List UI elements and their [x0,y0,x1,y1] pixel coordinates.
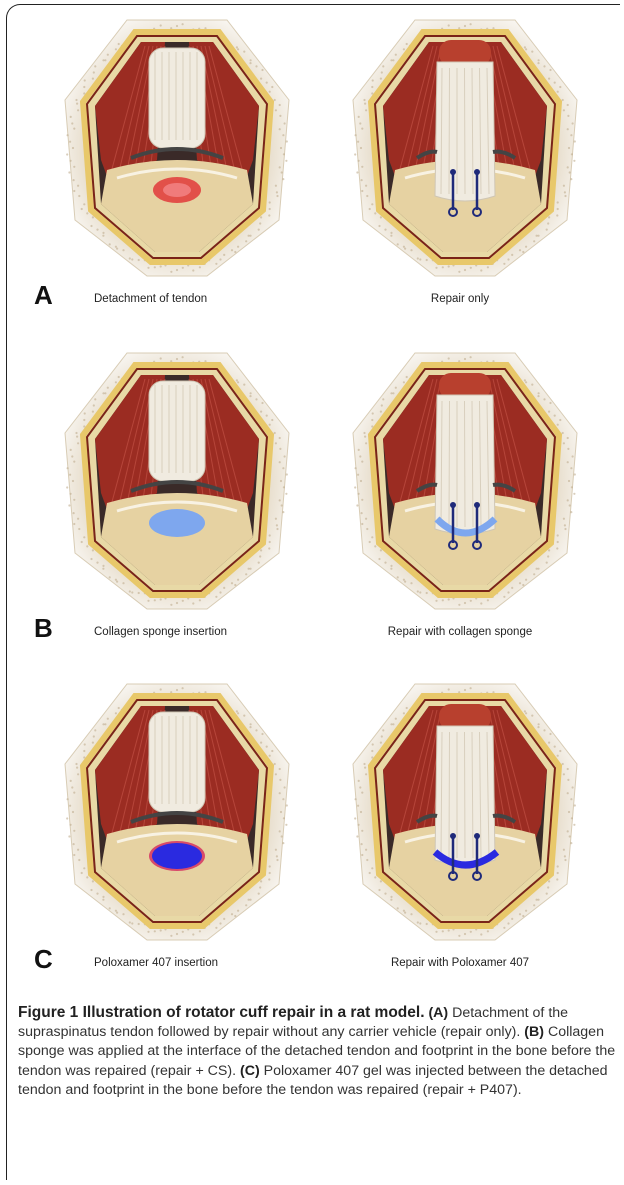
panel-label-left: Poloxamer 407 insertion [94,957,218,969]
panel-label-left: Collagen sponge insertion [94,626,227,638]
panel-label-right: Repair with Poloxamer 407 [335,957,585,969]
panel-b: B Collagen sponge insertion Repair with … [10,343,614,661]
illustration-repair-with-poloxamer-407 [345,674,585,944]
caption-title: Figure 1 Illustration of rotator cuff re… [18,1004,425,1021]
illustration-collagen-sponge-insertion [57,343,297,613]
panel-letter: B [34,613,53,644]
figure: A Detachment of tendon Repair only B Col… [10,10,614,1010]
panel-label-right: Repair only [335,293,585,305]
figure-caption: Figure 1 Illustration of rotator cuff re… [18,1003,616,1100]
illustration-repair-only [345,10,585,280]
illustration-detachment-of-tendon [57,10,297,280]
surgical-illustration [57,10,297,280]
panel-label-right: Repair with collagen sponge [335,626,585,638]
caption-tag-a: (A) [428,1005,448,1021]
surgical-illustration [57,674,297,944]
panel-c: C Poloxamer 407 insertion Repair with Po… [10,674,614,992]
caption-tag-c: (C) [240,1063,260,1079]
illustration-poloxamer-407-insertion [57,674,297,944]
panel-label-left: Detachment of tendon [94,293,207,305]
surgical-illustration [57,343,297,613]
panel-letter: A [34,280,53,311]
panel-letter: C [34,944,53,975]
illustration-repair-with-collagen-sponge [345,343,585,613]
surgical-illustration [345,343,585,613]
surgical-illustration [345,10,585,280]
surgical-illustration [345,674,585,944]
caption-tag-b: (B) [524,1024,544,1040]
panel-a: A Detachment of tendon Repair only [10,10,614,328]
